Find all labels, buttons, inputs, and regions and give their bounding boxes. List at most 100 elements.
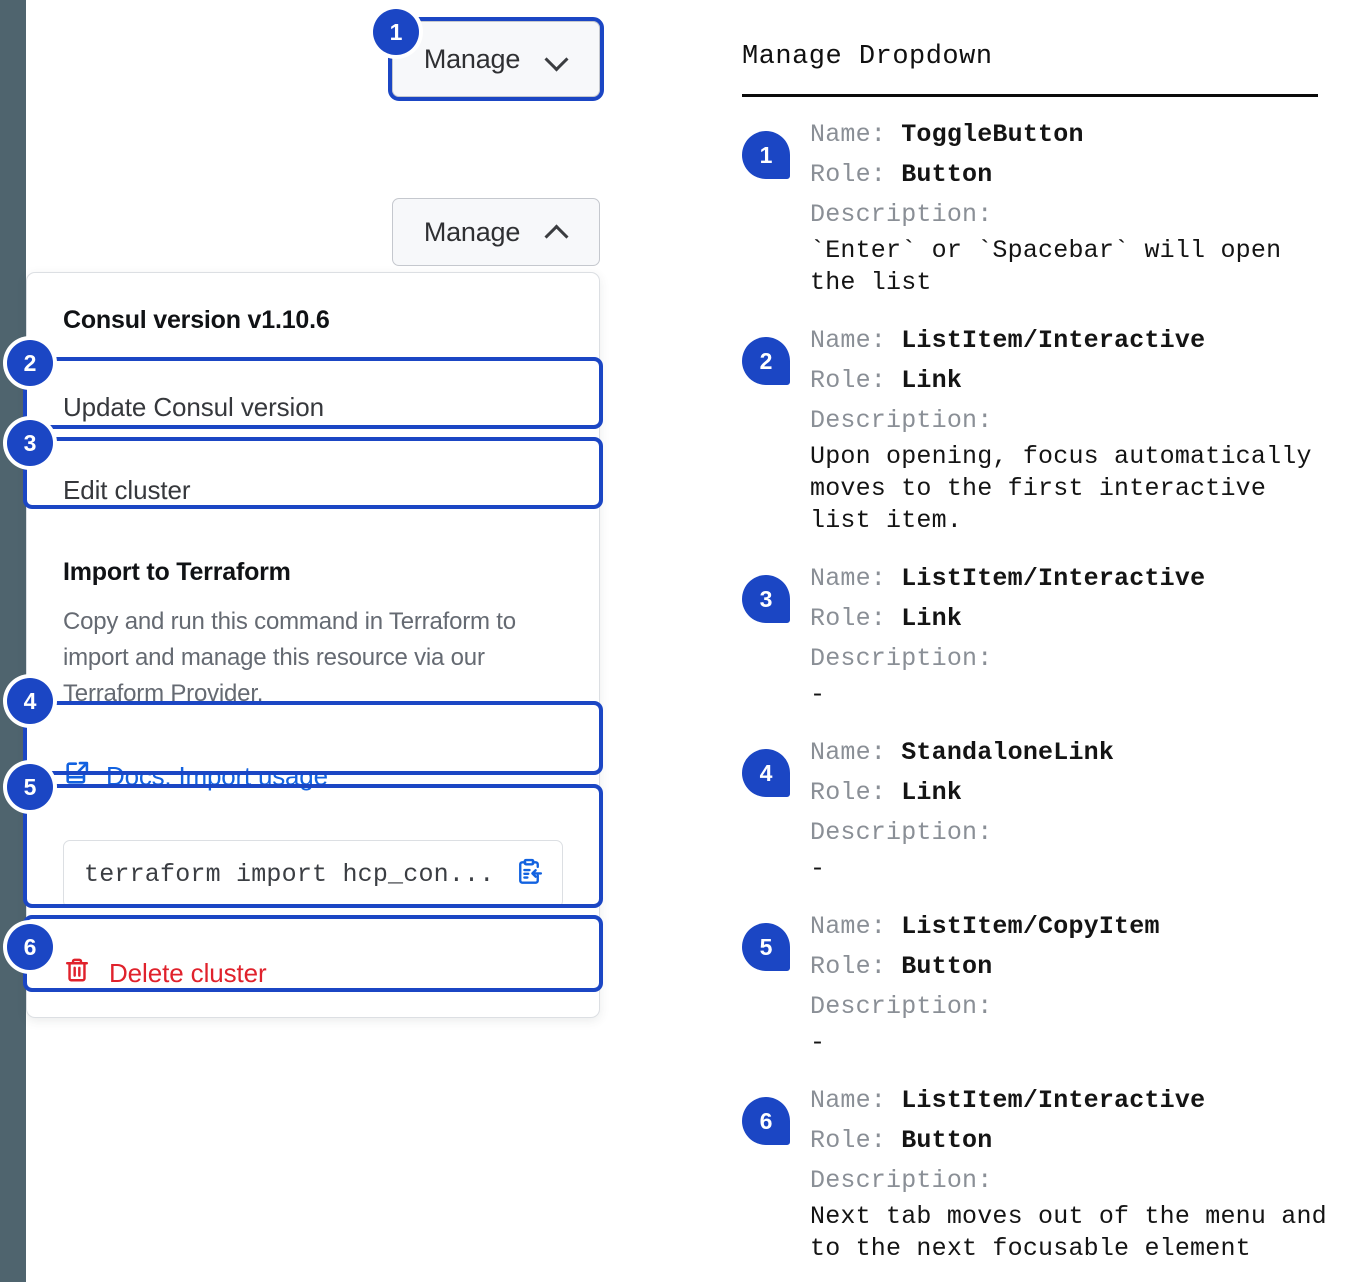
- terraform-copy-row: terraform import hcp_con...: [27, 818, 599, 930]
- annotation-row: Role: Button: [810, 155, 1342, 195]
- annotation-role-label: Role:: [810, 778, 902, 807]
- ui-preview-column: Manage 1 Manage Consul version v1.10.6 U…: [0, 0, 700, 1282]
- delete-cluster-label: Delete cluster: [109, 958, 267, 988]
- annotation-badge-6: 6: [742, 1097, 790, 1145]
- annotation-row: Role: Link: [810, 773, 1342, 813]
- marker-6: 6: [7, 924, 53, 970]
- annotation-description-label: Description:: [810, 644, 993, 673]
- annotation-badge-1: 1: [742, 131, 790, 179]
- annotation-description-value: -: [810, 854, 826, 883]
- annotation-role-value: Button: [901, 1126, 993, 1155]
- annotation-name-value: ListItem/Interactive: [901, 564, 1206, 593]
- annotation-name-value: ListItem/Interactive: [901, 326, 1206, 355]
- annotation-description-value: `Enter` or `Spacebar` will open the list: [810, 236, 1282, 297]
- annotation-description-label: Description:: [810, 200, 993, 229]
- trash-icon: [63, 956, 91, 991]
- annotation-row: Name: ListItem/Interactive: [810, 559, 1342, 599]
- docs-import-usage-label: Docs: Import usage: [106, 761, 328, 791]
- annotation-description-value: Next tab moves out of the menu and to th…: [810, 1202, 1327, 1263]
- annotation-description-label: Description:: [810, 406, 993, 435]
- chevron-up-icon: [546, 221, 568, 243]
- annotation-badge-3: 3: [742, 575, 790, 623]
- annotation-description-value: -: [810, 1028, 826, 1057]
- annotation-badge-5: 5: [742, 923, 790, 971]
- annotation-role-value: Button: [901, 952, 993, 981]
- import-to-terraform-heading: Import to Terraform: [63, 558, 291, 586]
- annotation-row: Name: ToggleButton: [810, 115, 1342, 155]
- annotation-row: Role: Button: [810, 947, 1342, 987]
- annotation-panel-title: Manage Dropdown: [742, 42, 993, 72]
- annotation-role-value: Link: [901, 778, 963, 807]
- annotation-row: Name: StandaloneLink: [810, 733, 1342, 773]
- annotation-role-label: Role:: [810, 160, 902, 189]
- annotation-role-value: Button: [901, 160, 993, 189]
- marker-1: 1: [373, 9, 419, 55]
- menu-item-edit-cluster[interactable]: Edit cluster: [63, 475, 191, 505]
- annotation-description-label: Description:: [810, 1166, 993, 1195]
- marker-5: 5: [7, 764, 53, 810]
- manage-toggle-button-closed-label: Manage: [423, 43, 521, 74]
- annotation-row: Name: ListItem/CopyItem: [810, 907, 1342, 947]
- marker-2: 2: [7, 340, 53, 386]
- annotation-name-label: Name:: [810, 120, 902, 149]
- annotation-name-label: Name:: [810, 564, 902, 593]
- terraform-command-text: terraform import hcp_con...: [84, 859, 495, 889]
- annotation-badge-4: 4: [742, 749, 790, 797]
- import-to-terraform-description: Copy and run this command in Terraform t…: [63, 608, 516, 707]
- annotation-description-label: Description:: [810, 992, 993, 1021]
- annotation-name-value: ListItem/Interactive: [901, 1086, 1206, 1115]
- annotation-role-label: Role:: [810, 604, 902, 633]
- annotation-role-label: Role:: [810, 952, 902, 981]
- chevron-down-icon: [546, 48, 568, 70]
- marker-4: 4: [7, 678, 53, 724]
- manage-dropdown-menu: Consul version v1.10.6 Update Consul ver…: [26, 272, 600, 1018]
- annotation-name-label: Name:: [810, 1086, 902, 1115]
- menu-item-update-consul-version[interactable]: Update Consul version: [63, 392, 324, 422]
- annotation-row: Name: ListItem/Interactive: [810, 1081, 1342, 1121]
- menu-item-delete-cluster[interactable]: Delete cluster: [27, 930, 599, 1017]
- annotation-row: Role: Link: [810, 361, 1342, 401]
- annotation-row: Name: ListItem/Interactive: [810, 321, 1342, 361]
- terraform-command-field[interactable]: terraform import hcp_con...: [63, 840, 563, 908]
- copy-clipboard-icon[interactable]: [514, 857, 544, 892]
- annotation-name-label: Name:: [810, 326, 902, 355]
- consul-version-heading: Consul version v1.10.6: [63, 306, 330, 334]
- manage-toggle-button-closed[interactable]: Manage: [392, 21, 600, 97]
- annotation-name-value: ListItem/CopyItem: [901, 912, 1160, 941]
- annotation-row: Role: Link: [810, 599, 1342, 639]
- annotation-role-label: Role:: [810, 1126, 902, 1155]
- annotation-panel-divider: [742, 94, 1318, 97]
- annotation-name-value: ToggleButton: [901, 120, 1084, 149]
- manage-toggle-button-open-label: Manage: [423, 216, 521, 247]
- annotation-description-label: Description:: [810, 818, 993, 847]
- annotation-name-value: StandaloneLink: [901, 738, 1115, 767]
- annotation-name-label: Name:: [810, 912, 902, 941]
- annotation-role-value: Link: [901, 366, 963, 395]
- annotation-badge-2: 2: [742, 337, 790, 385]
- marker-3: 3: [7, 420, 53, 466]
- annotation-row: Role: Button: [810, 1121, 1342, 1161]
- annotation-description-value: Upon opening, focus automatically moves …: [810, 442, 1312, 535]
- manage-toggle-button-open[interactable]: Manage: [392, 198, 600, 266]
- annotation-description-value: -: [810, 680, 826, 709]
- menu-item-docs-import-usage[interactable]: Docs: Import usage: [27, 735, 599, 818]
- docs-external-link-icon: [63, 759, 91, 794]
- annotation-role-label: Role:: [810, 366, 902, 395]
- annotation-role-value: Link: [901, 604, 963, 633]
- annotation-name-label: Name:: [810, 738, 902, 767]
- left-side-rail: [0, 0, 26, 1282]
